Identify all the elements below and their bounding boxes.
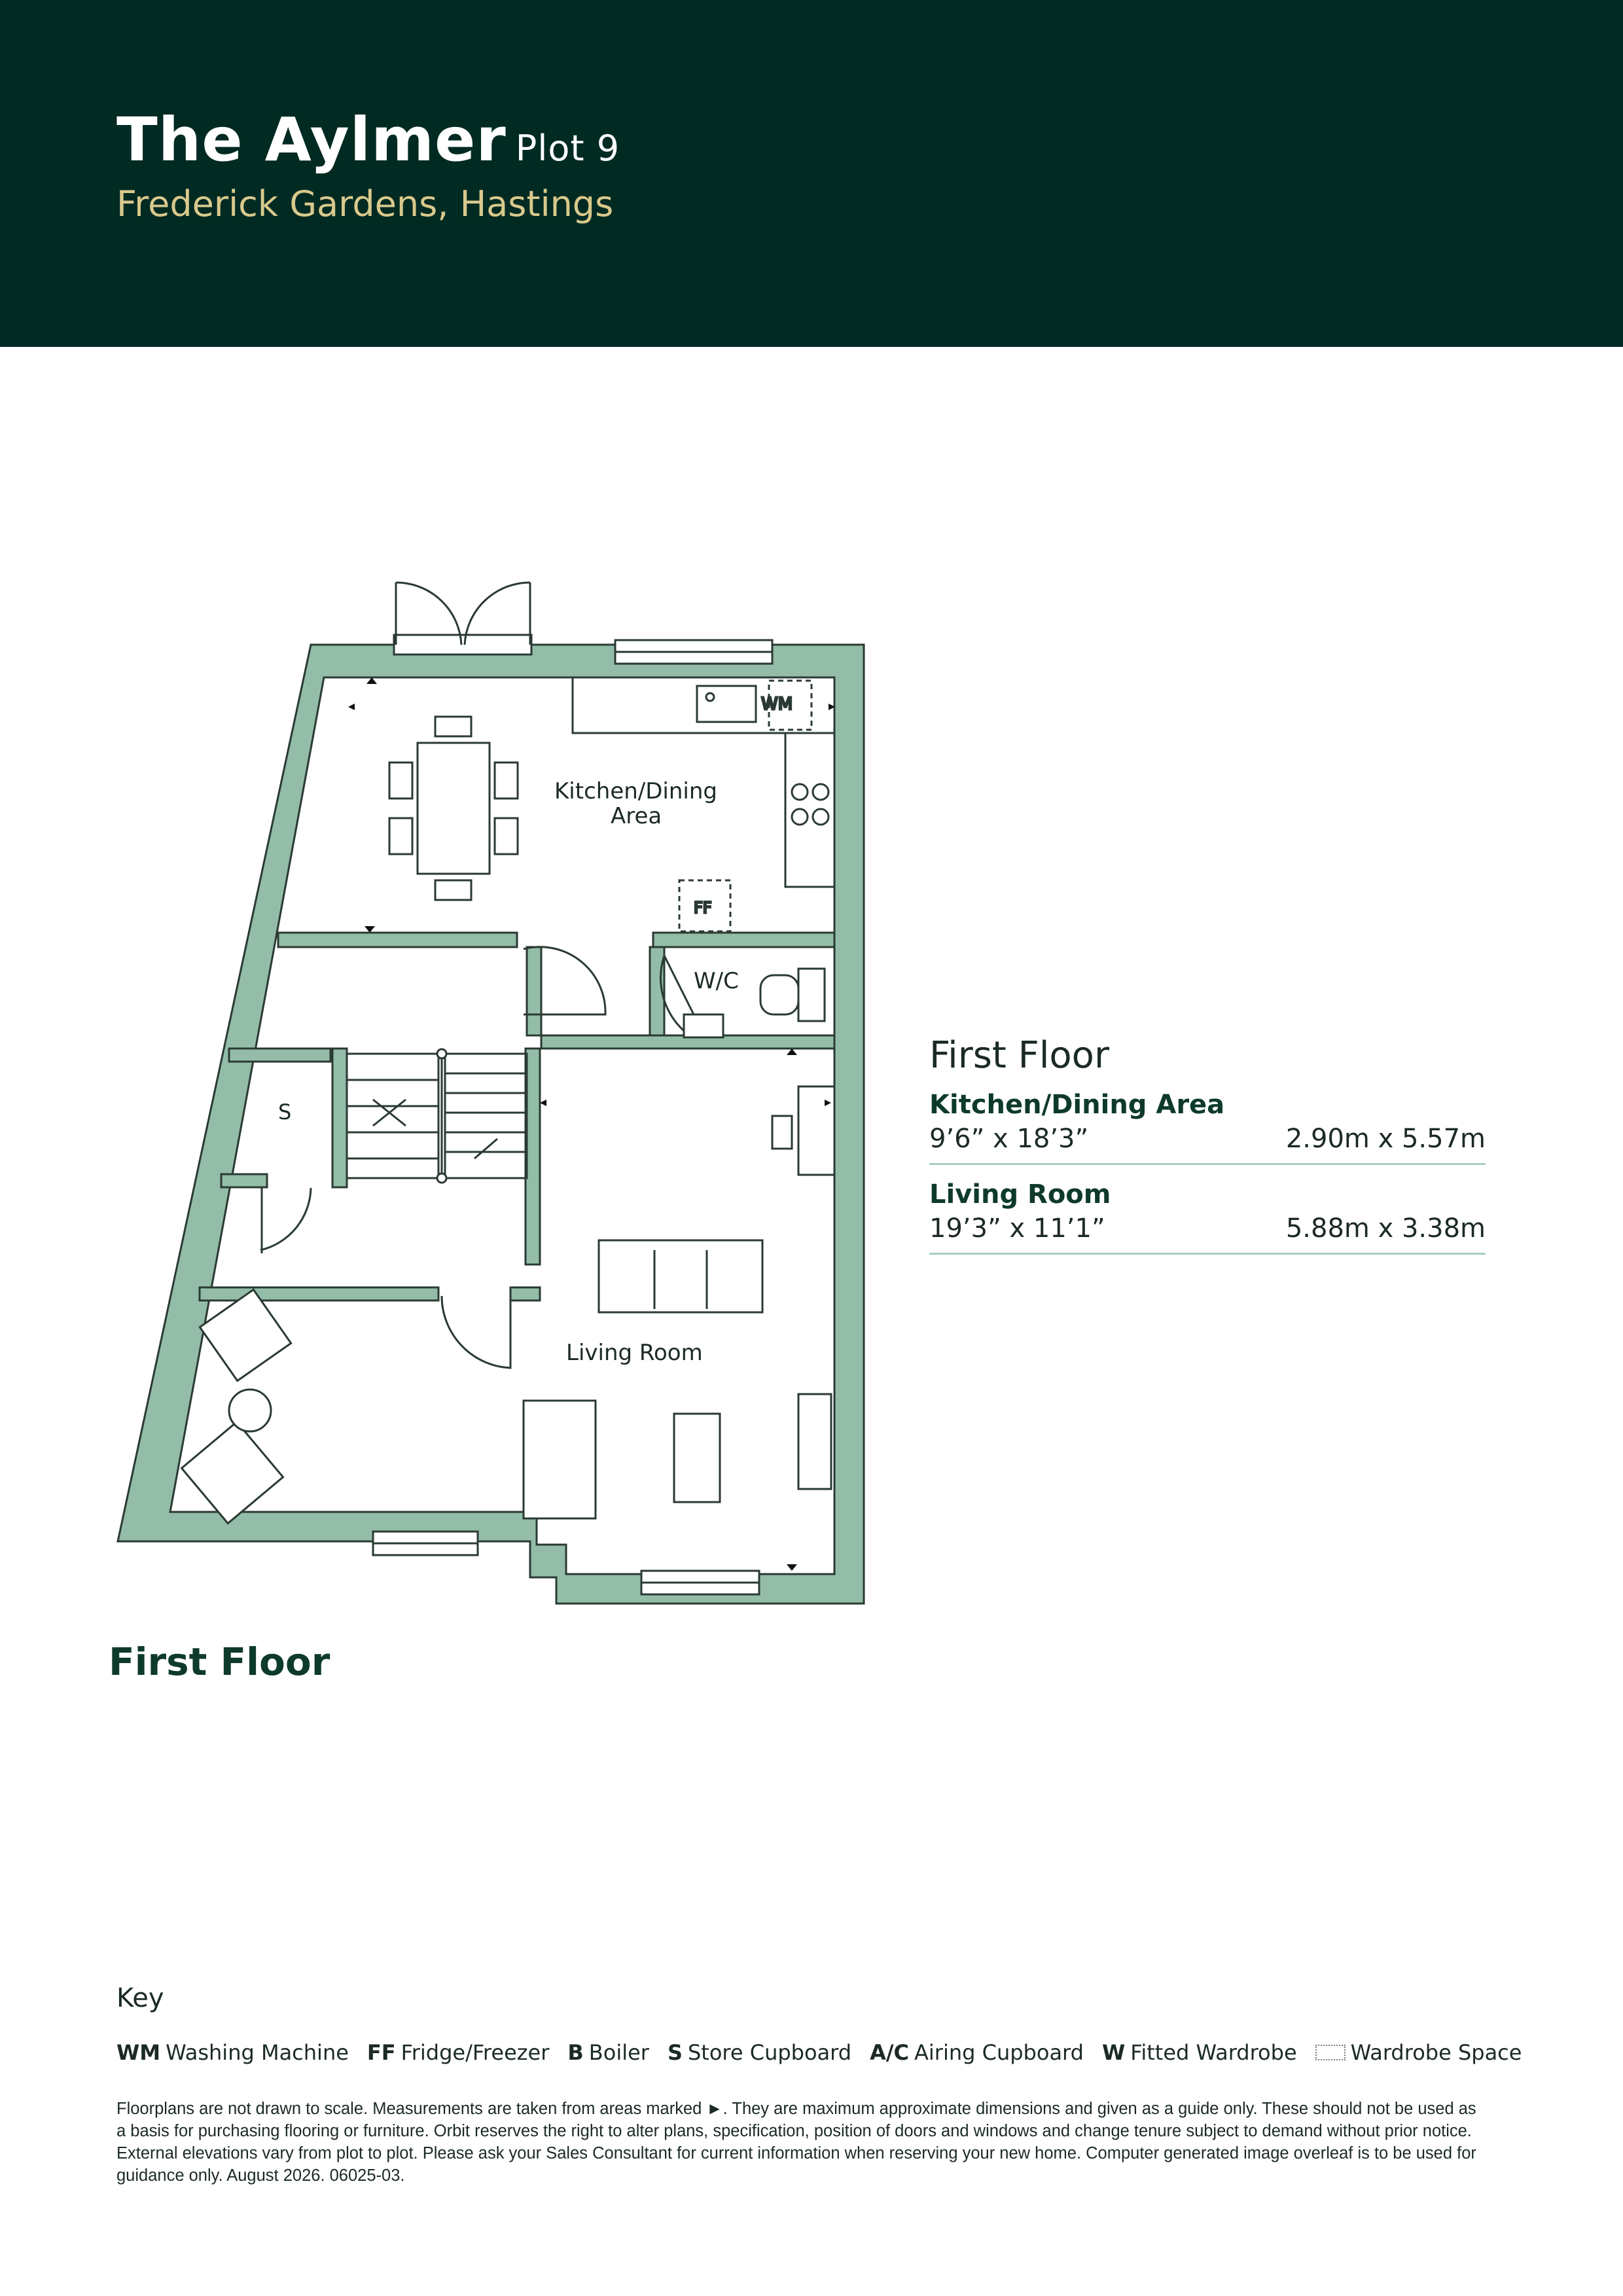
key-code: A/C (870, 2040, 910, 2065)
key-label: Wardrobe Space (1350, 2040, 1522, 2065)
washing-machine (768, 679, 813, 731)
door-kitchen-hall (523, 946, 607, 1016)
room-metric: 2.90m x 5.57m (1285, 1124, 1486, 1154)
key-label: Boiler (588, 2040, 649, 2065)
sink (696, 685, 757, 723)
room-imperial: 9’6” x 18’3” (929, 1124, 1089, 1154)
french-doors (393, 581, 533, 656)
sofa-top (597, 1239, 764, 1314)
key-item-wardrobe-space: Wardrobe Space (1315, 2040, 1522, 2065)
wall-store-bottom (220, 1173, 268, 1189)
armchair-top (198, 1288, 293, 1382)
windows (372, 639, 774, 1596)
desk-chair (771, 1115, 793, 1150)
key-code: S (667, 2040, 683, 2065)
floor-caption: First Floor (109, 1640, 330, 1684)
wc-basin (683, 1013, 724, 1039)
kitchen-dining-label-line2: Area (611, 803, 662, 829)
door-store (260, 1187, 312, 1251)
key-label: Fridge/Freezer (401, 2040, 550, 2065)
measurement-markers (348, 677, 835, 1571)
side-table (228, 1388, 272, 1433)
kitchen-fittings: WM FF (571, 676, 836, 933)
key-code: W (1101, 2040, 1126, 2065)
room-name: Living Room (929, 1179, 1111, 1210)
key-label: Fitted Wardrobe (1130, 2040, 1297, 2065)
key-title: Key (116, 1983, 164, 2013)
door-wc (660, 955, 685, 1032)
toilet (759, 974, 800, 1016)
room-dimension-kitchen: Kitchen/Dining Area 9’6” x 18’3” 2.90m x… (929, 1090, 1486, 1165)
wall-landing-vertical (524, 1047, 541, 1266)
dining-table (416, 742, 491, 875)
desk (797, 1085, 836, 1176)
development-name: The Aylmer (116, 105, 507, 175)
wardrobe-space-swatch-icon (1315, 2045, 1346, 2060)
wm-label: WM (761, 694, 793, 714)
wall-store-right (331, 1047, 348, 1189)
floor-plan: WM FF (98, 556, 883, 1620)
dimensions-heading: First Floor (929, 1034, 1109, 1077)
dining-table-group (388, 715, 519, 901)
floor-plan-drawing: WM FF (116, 581, 865, 1605)
living-furniture (180, 1085, 836, 1525)
key-label: Washing Machine (166, 2040, 349, 2065)
wall-lounge-top-right (509, 1286, 541, 1302)
outer-wall (116, 643, 865, 1605)
room-dimension-living: Living Room 19’3” x 11’1” 5.88m x 3.38m (929, 1179, 1486, 1255)
wall-lounge-top-left (198, 1286, 440, 1302)
worktop-right (784, 732, 836, 888)
fridge-freezer (678, 879, 732, 933)
sofa-left (522, 1399, 597, 1520)
key-label: Airing Cupboard (914, 2040, 1084, 2065)
door-lounge (440, 1295, 512, 1369)
key-code: FF (366, 2040, 396, 2065)
tv-unit (797, 1393, 832, 1490)
staircase (346, 1048, 528, 1184)
wc-cistern (797, 967, 826, 1022)
room-name: Kitchen/Dining Area (929, 1090, 1225, 1120)
ff-label: FF (694, 899, 712, 917)
key-code: B (567, 2040, 584, 2065)
armchair-bottom (180, 1420, 285, 1525)
wall-kitchen-bottom-right (652, 931, 836, 948)
room-metric: 5.88m x 3.38m (1285, 1213, 1486, 1244)
key-code: WM (116, 2040, 161, 2065)
wall-store-top (228, 1047, 332, 1063)
plot-number: Plot 9 (515, 128, 620, 169)
internal-doors (260, 946, 705, 1369)
room-imperial: 19’3” x 11’1” (929, 1213, 1105, 1244)
wc-fittings (683, 967, 826, 1039)
wall-kitchen-bottom-left (277, 931, 518, 948)
key-label: Store Cupboard (687, 2040, 852, 2065)
page-subtitle: Frederick Gardens, Hastings (116, 183, 614, 224)
wall-hall-vertical (526, 946, 543, 1037)
kitchen-dining-label-line1: Kitchen/Dining (554, 778, 717, 804)
coffee-table (673, 1412, 721, 1503)
disclaimer: Floorplans are not drawn to scale. Measu… (116, 2100, 1476, 2185)
wc-label: W/C (694, 968, 739, 994)
store-label: S (278, 1100, 291, 1124)
living-room-label: Living Room (566, 1340, 703, 1366)
room-dimensions: First Floor Kitchen/Dining Area 9’6” x 1… (929, 1034, 1486, 1269)
